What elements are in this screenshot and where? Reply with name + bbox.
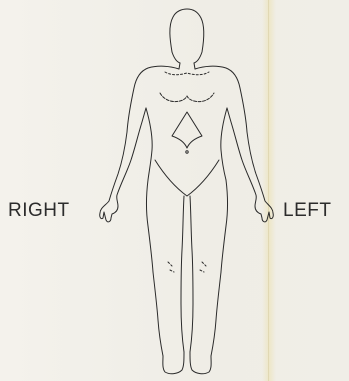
left-torso-side bbox=[221, 108, 227, 180]
chest-lines bbox=[160, 93, 214, 102]
knee-marks bbox=[168, 262, 206, 272]
left-side-label: LEFT bbox=[283, 200, 331, 222]
left-shoulder-arm-outline bbox=[195, 66, 273, 222]
right-torso-side bbox=[146, 108, 152, 180]
neck-outline bbox=[179, 63, 195, 69]
groin-lines bbox=[155, 160, 219, 196]
collarbone-lines bbox=[165, 72, 209, 75]
right-foot-outline bbox=[163, 352, 184, 374]
left-hip-outline bbox=[221, 180, 228, 272]
right-hip-outline bbox=[147, 180, 154, 272]
right-side-label: RIGHT bbox=[8, 200, 70, 222]
face-right-outline bbox=[172, 52, 180, 63]
left-leg-outer bbox=[211, 272, 221, 356]
right-shoulder-arm-outline bbox=[100, 66, 179, 222]
left-foot-outline bbox=[190, 352, 211, 374]
right-leg-outer bbox=[153, 272, 163, 356]
navel-mark bbox=[186, 151, 188, 153]
inner-leg-line-left bbox=[190, 196, 193, 352]
abdomen-diamond bbox=[172, 112, 202, 148]
head-outline bbox=[170, 9, 204, 63]
inner-leg-line-right bbox=[181, 196, 184, 352]
